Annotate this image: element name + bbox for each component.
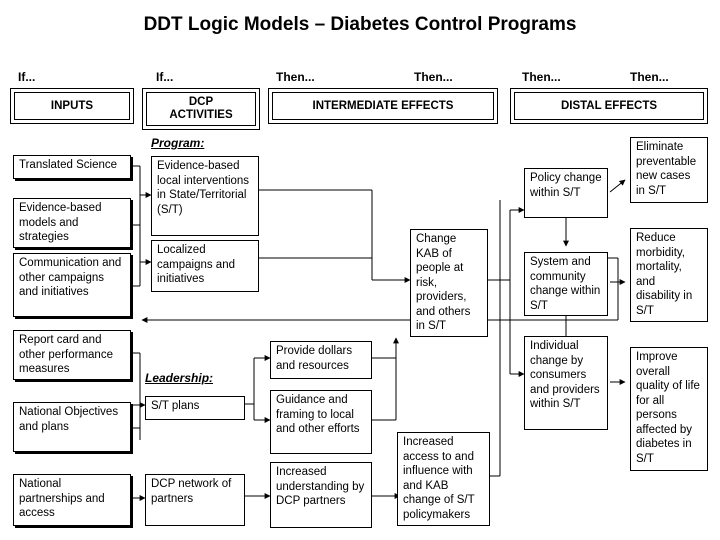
activity-localized-campaigns: Localized campaigns and initiatives	[151, 240, 259, 292]
activity-st-plans-text: S/T plans	[151, 400, 200, 412]
intermediate-header-label: INTERMEDIATE EFFECTS	[312, 99, 454, 112]
column-label-then-1: Then...	[276, 70, 315, 84]
intermediate-guidance-framing: Guidance and framing to local and other …	[270, 390, 372, 454]
column-label-then-3: Then...	[522, 70, 561, 84]
inputs-header: INPUTS	[10, 88, 134, 124]
distal-individual-change-text: Individual change by consumers and provi…	[530, 340, 600, 410]
intermediate-change-kab-text: Change KAB of people at risk, providers,…	[416, 233, 471, 332]
distal-eliminate-text: Eliminate preventable new cases in S/T	[636, 141, 697, 197]
input-evidence-models-text: Evidence-based models and strategies	[19, 202, 102, 243]
intermediate-increased-access-text: Increased access to and influence with a…	[403, 436, 475, 521]
input-national-objectives: National Objectives and plans	[13, 402, 131, 452]
intermediate-increased-access: Increased access to and influence with a…	[397, 432, 490, 526]
activity-evidence-interventions-text: Evidence-based local interventions in St…	[157, 160, 250, 216]
intermediate-provide-dollars-text: Provide dollars and resources	[276, 345, 353, 372]
input-national-partnerships: National partnerships and access	[13, 474, 131, 526]
leadership-section-label: Leadership:	[145, 371, 214, 385]
activity-dcp-network-text: DCP network of partners	[151, 478, 232, 505]
intermediate-header: INTERMEDIATE EFFECTS	[268, 88, 498, 124]
distal-individual-change: Individual change by consumers and provi…	[524, 336, 608, 430]
intermediate-guidance-framing-text: Guidance and framing to local and other …	[276, 394, 360, 435]
column-label-if-2: If...	[156, 70, 174, 84]
distal-header-label: DISTAL EFFECTS	[560, 99, 658, 112]
column-label-then-4: Then...	[630, 70, 669, 84]
input-report-card: Report card and other performance measur…	[13, 330, 131, 380]
distal-header: DISTAL EFFECTS	[510, 88, 708, 124]
distal-eliminate: Eliminate preventable new cases in S/T	[630, 137, 708, 203]
distal-policy-change: Policy change within S/T	[524, 168, 608, 218]
activity-evidence-interventions: Evidence-based local interventions in St…	[151, 156, 259, 236]
input-translated-science-text: Translated Science	[19, 159, 118, 171]
distal-reduce-text: Reduce morbidity, mortality, and disabil…	[636, 232, 693, 317]
input-communication-text: Communication and other campaigns and in…	[19, 257, 122, 298]
activities-header: DCP ACTIVITIES	[142, 88, 260, 130]
distal-improve-text: Improve overall quality of life for all …	[636, 351, 700, 465]
intermediate-change-kab: Change KAB of people at risk, providers,…	[410, 229, 488, 337]
input-translated-science: Translated Science	[13, 155, 131, 179]
distal-system-change: System and community change within S/T	[524, 252, 608, 316]
activity-dcp-network: DCP network of partners	[145, 474, 245, 526]
inputs-header-label: INPUTS	[50, 99, 94, 112]
intermediate-increased-understanding: Increased understanding by DCP partners	[270, 462, 372, 528]
activities-header-label: DCP ACTIVITIES	[169, 96, 233, 121]
intermediate-provide-dollars: Provide dollars and resources	[270, 341, 372, 379]
intermediate-increased-understanding-text: Increased understanding by DCP partners	[276, 466, 365, 507]
input-national-partnerships-text: National partnerships and access	[19, 478, 105, 519]
diagram-title: DDT Logic Models – Diabetes Control Prog…	[143, 14, 577, 35]
column-label-then-2: Then...	[414, 70, 453, 84]
input-evidence-models: Evidence-based models and strategies	[13, 198, 131, 248]
activity-st-plans: S/T plans	[145, 396, 245, 420]
input-communication: Communication and other campaigns and in…	[13, 253, 131, 317]
column-label-if-1: If...	[18, 70, 36, 84]
distal-improve: Improve overall quality of life for all …	[630, 347, 708, 471]
distal-policy-change-text: Policy change within S/T	[530, 172, 602, 199]
distal-reduce: Reduce morbidity, mortality, and disabil…	[630, 228, 708, 322]
activity-localized-campaigns-text: Localized campaigns and initiatives	[157, 244, 235, 285]
distal-system-change-text: System and community change within S/T	[530, 256, 601, 312]
input-national-objectives-text: National Objectives and plans	[19, 406, 119, 433]
input-report-card-text: Report card and other performance measur…	[19, 334, 113, 375]
program-section-label: Program:	[151, 136, 205, 150]
